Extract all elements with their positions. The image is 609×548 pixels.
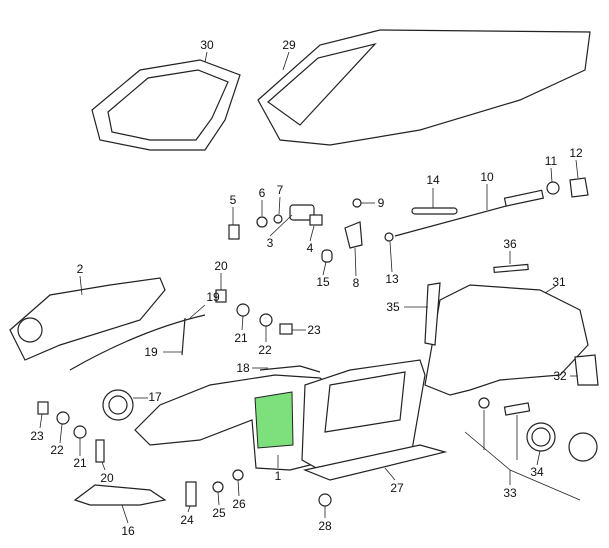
part-31-rear-quarter-panel xyxy=(424,284,589,396)
callout-17: 17 xyxy=(148,390,162,404)
callout-10: 10 xyxy=(480,170,494,184)
part-1-front-body xyxy=(134,365,336,471)
callout-20-lower: 20 xyxy=(100,471,114,485)
part-23-clip xyxy=(279,323,293,335)
callout-19: 19 xyxy=(206,290,220,304)
part-14-bar xyxy=(411,207,458,215)
part-21-washer-lower xyxy=(73,425,87,439)
part-27-sill xyxy=(302,444,448,481)
part-25-washer xyxy=(212,481,224,493)
part-35-pillar xyxy=(424,282,441,346)
callout-30: 30 xyxy=(200,38,214,52)
callout-13: 13 xyxy=(385,272,399,286)
part-2-front-panel xyxy=(9,275,166,361)
callout-14: 14 xyxy=(426,173,440,187)
callout-5: 5 xyxy=(229,193,237,207)
callout-2: 2 xyxy=(76,262,84,276)
callout-23: 23 xyxy=(307,323,321,337)
part-16-bracket xyxy=(73,484,167,506)
callout-7: 7 xyxy=(276,183,284,197)
callout-12: 12 xyxy=(569,146,583,160)
door xyxy=(301,359,426,471)
callout-31: 31 xyxy=(552,275,566,289)
part-19-seal xyxy=(69,314,206,371)
part-24-bolt xyxy=(185,481,197,507)
callout-25: 25 xyxy=(212,506,226,520)
callout-4: 4 xyxy=(306,241,314,255)
callout-23-lower: 23 xyxy=(30,429,44,443)
callout-28: 28 xyxy=(318,519,332,533)
callout-8: 8 xyxy=(352,276,360,290)
highlighted-panel xyxy=(254,391,294,449)
part-23-clip-lower xyxy=(37,401,49,415)
callout-1: 1 xyxy=(274,469,282,483)
callout-22-lower: 22 xyxy=(50,443,64,457)
part-29-roof-hardtop xyxy=(257,29,591,146)
part-33-34-fuel-filler xyxy=(464,397,598,501)
callout-24: 24 xyxy=(180,513,194,527)
part-30-rear-window-frame xyxy=(91,51,241,151)
callout-26: 26 xyxy=(232,497,246,511)
callout-22: 22 xyxy=(258,343,272,357)
part-22-washer-lower xyxy=(56,411,70,425)
callout-20: 20 xyxy=(214,259,228,273)
callout-15: 15 xyxy=(316,275,330,289)
callout-11: 11 xyxy=(544,154,558,168)
callout-36: 36 xyxy=(503,237,517,251)
part-26-washer xyxy=(232,469,244,481)
callout-32: 32 xyxy=(553,369,567,383)
callout-21: 21 xyxy=(234,331,248,345)
part-22-washer xyxy=(259,313,273,327)
part-21-washer xyxy=(236,303,250,317)
callout-16: 16 xyxy=(121,524,135,538)
callout-6: 6 xyxy=(258,186,266,200)
part-36-strip xyxy=(493,263,529,274)
callout-34: 34 xyxy=(530,465,544,479)
part-28-plug xyxy=(318,493,332,507)
callout-9: 9 xyxy=(377,196,385,210)
callout-29: 29 xyxy=(282,38,296,52)
part-11-grommet xyxy=(546,181,560,195)
callout-21-lower: 21 xyxy=(73,456,87,470)
callout-27: 27 xyxy=(390,481,404,495)
callout-19-lower: 19 xyxy=(144,345,158,359)
callout-3: 3 xyxy=(266,236,274,250)
callout-35: 35 xyxy=(386,300,400,314)
part-20-bolt-lower xyxy=(95,439,105,463)
parts-5-to-9-small-hardware xyxy=(228,196,394,277)
part-12-cap xyxy=(569,177,589,198)
part-17-headlamp-bowl xyxy=(102,389,134,421)
callout-33: 33 xyxy=(503,486,517,500)
part-32-bracket xyxy=(574,354,599,386)
callout-18: 18 xyxy=(236,361,250,375)
